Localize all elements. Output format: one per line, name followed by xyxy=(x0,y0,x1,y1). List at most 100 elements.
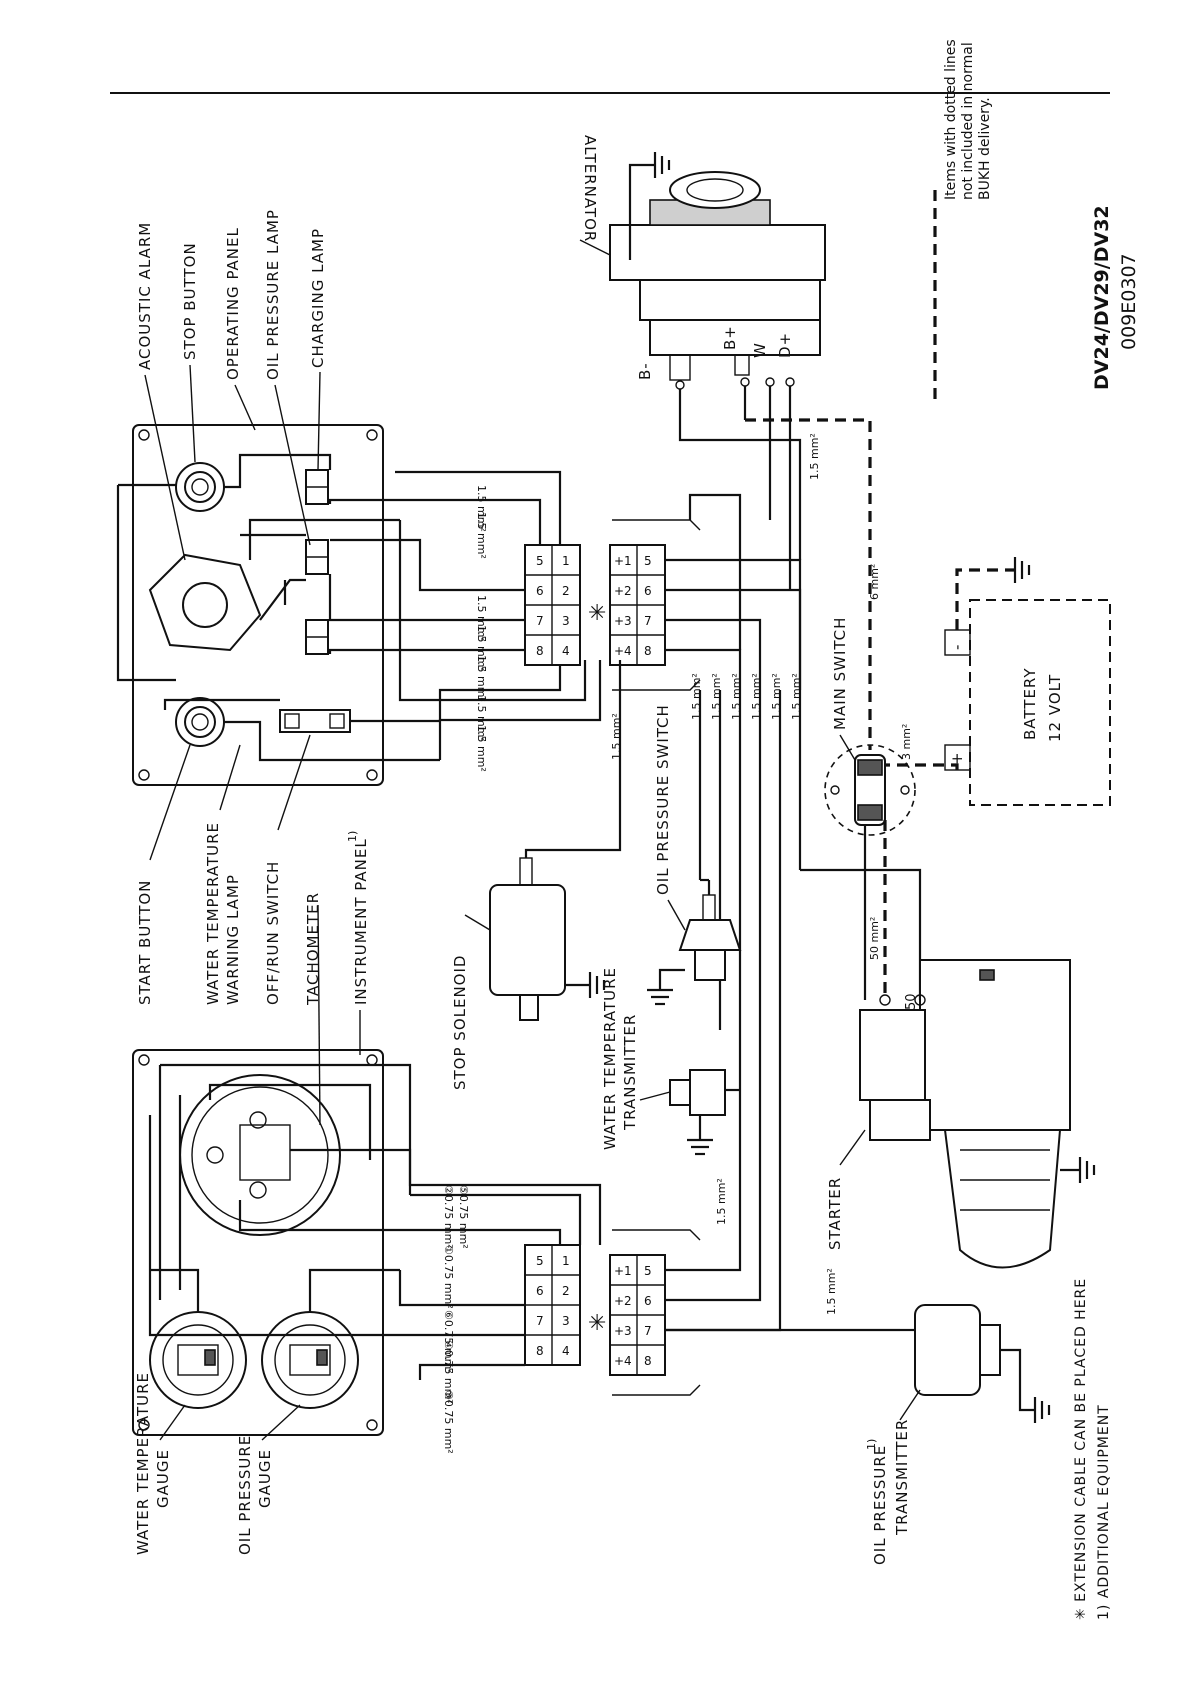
conn-lr-pin: +4 xyxy=(614,1354,632,1368)
dotted-note: Items with dotted lines not included in … xyxy=(933,39,993,400)
main-harness xyxy=(560,493,922,1310)
conn-ll-pin: 7 xyxy=(536,1314,544,1328)
label-oil-pressure-gauge-2: GAUGE xyxy=(256,1449,274,1508)
solenoid-ground xyxy=(565,972,606,998)
connector-upper-right: +1 5 +2 6 +3 7 +4 8 xyxy=(609,519,701,691)
conn-lr-pin: +2 xyxy=(614,1294,632,1308)
label-starter: STARTER xyxy=(826,1177,844,1250)
conn-lr-pin: 6 xyxy=(644,1294,652,1308)
instrument-panel xyxy=(132,1049,384,1436)
terminal-w: W xyxy=(751,342,769,358)
label-stop-button: STOP BUTTON xyxy=(181,242,199,360)
oil-pressure-switch xyxy=(678,878,742,981)
label-oil-pressure-gauge: OIL PRESSURE xyxy=(236,1435,254,1555)
footnote-extension: ✳ EXTENSION CABLE CAN BE PLACED HERE xyxy=(1073,1278,1089,1620)
label-acoustic-alarm: ACOUSTIC ALARM xyxy=(136,222,154,370)
operating-panel-labels: ACOUSTIC ALARM STOP BUTTON OPERATING PAN… xyxy=(136,209,327,561)
label-operating-panel: OPERATING PANEL xyxy=(224,227,242,380)
ground-symbol xyxy=(628,152,671,260)
conn-ll-pin: 4 xyxy=(562,1344,570,1358)
acoustic-alarm xyxy=(148,553,262,652)
wire-size-label: 1.5 mm² xyxy=(475,595,488,642)
main-switch xyxy=(824,744,916,836)
footnote-additional: 1) ADDITIONAL EQUIPMENT xyxy=(1096,1404,1112,1620)
operating-panel-wiring xyxy=(116,453,440,762)
conn-lr-pin: 8 xyxy=(644,1354,652,1368)
conn-ll-pin: 1 xyxy=(562,1254,570,1268)
instrument-panel-wiring xyxy=(148,1063,500,1315)
conn-ul-pin: 8 xyxy=(536,644,544,658)
label-stop-solenoid: STOP SOLENOID xyxy=(451,955,469,1090)
conn-ur-pin: +2 xyxy=(614,584,632,598)
harness-wire-size-labels: 1.5 mm² 1.5 mm² 1.5 mm² 1.5 mm² 1.5 mm² … xyxy=(610,433,821,1225)
label-water-temp-gauge: WATER TEMPERATURE xyxy=(134,1372,152,1555)
wire-size-label: 1.5 mm² xyxy=(475,725,488,772)
extension-mark-upper: ✳ xyxy=(588,601,606,626)
water-temp-transmitter xyxy=(669,1069,740,1116)
conn-ur-pin: 5 xyxy=(644,554,652,568)
conn-lr-pin: 5 xyxy=(644,1264,652,1278)
upper-wire-size-labels: 1.5 mm² 1.5 mm² 1.5 mm² 1.5 mm² 1.5 mm² … xyxy=(475,485,488,772)
label-oil-pressure-lamp: OIL PRESSURE LAMP xyxy=(264,209,282,380)
conn-ll-pin: 6 xyxy=(536,1284,544,1298)
wire-size-label: 1.5 mm² xyxy=(790,673,803,720)
footnotes: ✳ EXTENSION CABLE CAN BE PLACED HERE 1) … xyxy=(1073,1278,1112,1620)
wire-size-50: 50 mm² xyxy=(868,917,881,960)
conn-ul-pin: 3 xyxy=(562,614,570,628)
gauge-wire-label: ②0.75 mm² xyxy=(442,1185,455,1249)
wire-size-label: 1.5 mm² xyxy=(808,433,821,480)
wire-size-label: 1.5 mm² xyxy=(770,673,783,720)
label-start-button: START BUTTON xyxy=(136,880,154,1005)
tachometer xyxy=(179,1074,341,1236)
connector-lower-left: 5 1 6 2 7 3 8 4 xyxy=(524,1244,581,1366)
note-line: Items with dotted lines xyxy=(943,39,959,200)
battery-minus: - xyxy=(948,644,966,650)
stop-solenoid xyxy=(489,848,566,1021)
drawing-code: 009E0307 xyxy=(1118,253,1140,350)
gauge-wire-label: ⑤0.75 mm² xyxy=(457,1185,470,1249)
wire-size-label: 1.5 mm² xyxy=(715,1178,728,1225)
op-to-connector-wires xyxy=(328,470,602,760)
alternator-terminals: B- B+ W D+ xyxy=(636,325,794,380)
conn-ur-pin: 6 xyxy=(644,584,652,598)
conn-lr-pin: +3 xyxy=(614,1324,632,1338)
note-line: BUKH delivery. xyxy=(977,97,993,200)
operating-panel xyxy=(132,424,384,786)
wire-size-label: 1.5 mm² xyxy=(475,695,488,742)
wire-size-label: 1.5 mm² xyxy=(475,655,488,702)
gauge-wire-label: ③0.75 mm² xyxy=(442,1390,455,1454)
starter-ground xyxy=(1060,1157,1096,1183)
label-charging-lamp: CHARGING LAMP xyxy=(309,228,327,368)
conn-lr-pin: 7 xyxy=(644,1324,652,1338)
conn-ur-pin: +4 xyxy=(614,644,632,658)
conn-ur-pin: 8 xyxy=(644,644,652,658)
off-run-switch xyxy=(279,709,351,733)
extension-mark-lower: ✳ xyxy=(588,1311,606,1336)
terminal-b-minus: B- xyxy=(636,362,654,380)
oil-pressure-lamp xyxy=(305,539,329,575)
stop-button xyxy=(175,462,225,512)
label-water-temp-transmitter: WATER TEMPERATURE xyxy=(601,967,619,1150)
conn-ll-pin: 2 xyxy=(562,1284,570,1298)
lower-operating-labels: START BUTTON WATER TEMPERATURE WARNING L… xyxy=(136,734,370,1126)
conn-ul-pin: 4 xyxy=(562,644,570,658)
conn-ur-pin: +1 xyxy=(614,554,632,568)
conn-ul-pin: 1 xyxy=(562,554,570,568)
wire-size-label: 1.5 mm² xyxy=(710,673,723,720)
label-oil-pressure-switch: OIL PRESSURE SWITCH xyxy=(654,704,672,895)
conn-ll-pin: 5 xyxy=(536,1254,544,1268)
conn-ul-pin: 6 xyxy=(536,584,544,598)
note-line: not included in normal xyxy=(960,42,976,200)
conn-ur-pin: 7 xyxy=(644,614,652,628)
label-oil-pressure-transmitter: OIL PRESSURE xyxy=(871,1445,889,1565)
wire-size-label: 1.5 mm² xyxy=(750,673,763,720)
water-transmitter-ground xyxy=(687,1115,713,1156)
connector-upper-left: 5 1 6 2 7 3 8 4 xyxy=(524,544,581,666)
label-oil-pressure-transmitter-2: TRANSMITTER xyxy=(893,1419,911,1536)
wire-size-label: 1.5 mm² xyxy=(475,485,488,532)
wire-size-label: 1.5 mm² xyxy=(825,1268,838,1315)
wire-size-6: 6 mm² xyxy=(868,564,881,600)
gauge-labels: WATER TEMPERATURE GAUGE OIL PRESSURE GAU… xyxy=(134,1372,301,1555)
conn-lr-pin: +1 xyxy=(614,1264,632,1278)
